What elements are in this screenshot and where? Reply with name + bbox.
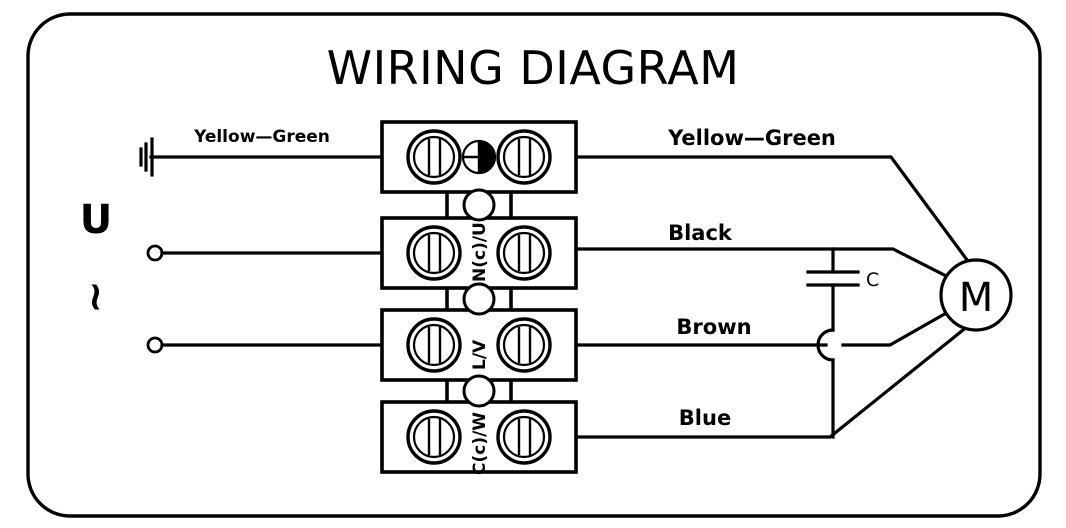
terminal-neck-2 <box>445 288 513 310</box>
svg-text:M: M <box>959 275 994 321</box>
wire-blue-label: Blue <box>679 406 731 430</box>
terminal-block: N(c)/U L/V C(c)/W <box>380 120 578 475</box>
terminal-gap-circle-2 <box>462 282 496 316</box>
screw-terminal-earth-right[interactable] <box>496 129 552 185</box>
wire-black-label: Black <box>668 221 733 245</box>
terminal-neck-3 <box>445 380 513 402</box>
terminal-label-c: C(c)/W <box>470 412 490 475</box>
wire-left-earth-label: Yellow—Green <box>193 127 330 147</box>
earth-terminal-icon <box>461 139 497 175</box>
capacitor-label: C <box>866 269 879 291</box>
wire-blue <box>574 319 976 439</box>
terminal-neck-1 <box>445 192 513 218</box>
capacitor-icon <box>806 247 860 439</box>
screw-terminal-c-right[interactable] <box>496 409 552 465</box>
supply-node-n <box>146 244 164 262</box>
supply-voltage-label: U <box>80 197 112 243</box>
svg-text:~: ~ <box>73 280 119 314</box>
terminal-gap-circle-3 <box>462 374 496 408</box>
screw-terminal-n-left[interactable] <box>406 225 462 281</box>
supply-node-l <box>146 336 164 354</box>
wire-yellow-green-label: Yellow—Green <box>667 126 836 150</box>
screw-terminal-l-right[interactable] <box>496 317 552 373</box>
screw-terminal-c-left[interactable] <box>406 409 462 465</box>
diagram-frame <box>26 12 1042 518</box>
page-title: WIRING DIAGRAM <box>327 41 740 95</box>
wire-brown-right-seg <box>841 305 958 347</box>
svg-text:L/V: L/V <box>470 339 490 370</box>
wire-yellow-green <box>574 155 976 271</box>
ac-tilde-icon: ~ <box>73 280 119 314</box>
wire-black <box>574 247 961 285</box>
screw-terminal-n-right[interactable] <box>496 225 552 281</box>
screw-terminal-earth-left[interactable] <box>406 129 462 185</box>
svg-text:C(c)/W: C(c)/W <box>470 412 490 475</box>
svg-text:N(c)/U: N(c)/U <box>470 222 490 282</box>
terminal-label-n: N(c)/U <box>470 222 490 282</box>
wire-brown-label: Brown <box>676 315 751 339</box>
motor-icon[interactable]: M <box>939 258 1013 332</box>
terminal-gap-circle-1 <box>462 188 496 222</box>
screw-terminal-l-left[interactable] <box>406 317 462 373</box>
terminal-label-l: L/V <box>470 339 490 370</box>
